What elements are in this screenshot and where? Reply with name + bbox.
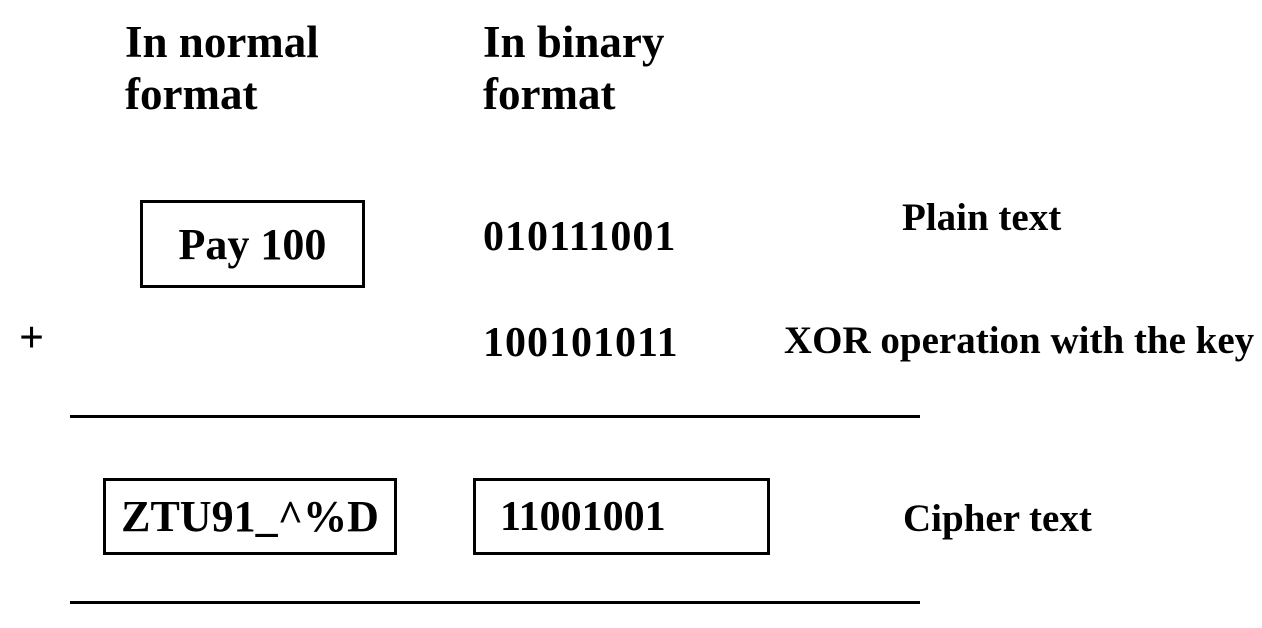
header-binary-line2: format [483,69,616,119]
ciphertext-row-label: Cipher text [903,497,1092,540]
ciphertext-binary-box: 11001001 [473,478,770,555]
plaintext-normal-value: Pay 100 [178,219,327,269]
key-binary-value: 100101011 [483,320,679,366]
header-normal-line1: In normal [125,17,319,67]
column-header-normal-format: In normal format [125,16,319,120]
ciphertext-normal-value: ZTU91_^%D [121,492,379,541]
plaintext-binary-value: 010111001 [483,214,677,260]
ciphertext-normal-box: ZTU91_^%D [103,478,397,555]
header-normal-line2: format [125,69,258,119]
bottom-divider-line [70,601,920,604]
plus-operator: + [19,313,45,362]
sum-divider-line [70,415,920,418]
xor-operation-label: XOR operation with the key [784,319,1255,362]
header-binary-line1: In binary [483,17,665,67]
plaintext-row-label: Plain text [902,196,1062,239]
column-header-binary-format: In binary format [483,16,664,120]
plaintext-normal-box: Pay 100 [140,200,365,288]
ciphertext-binary-value: 11001001 [500,493,666,540]
